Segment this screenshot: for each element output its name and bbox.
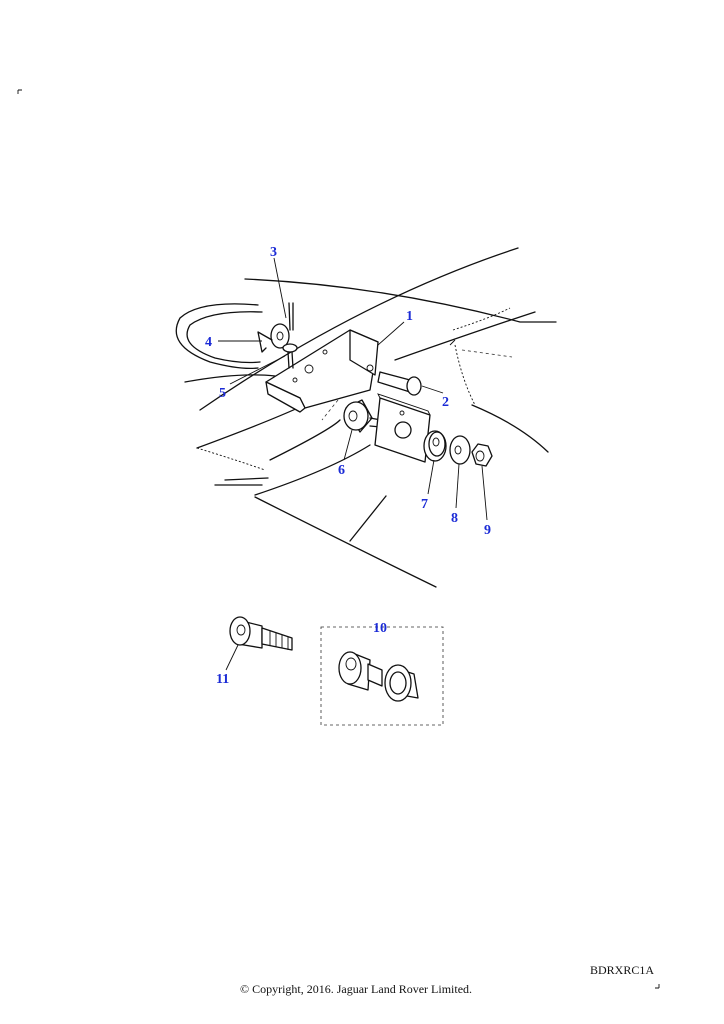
callout-9: 9 bbox=[484, 523, 491, 538]
callout-11: 11 bbox=[216, 672, 229, 687]
callout-10: 10 bbox=[373, 621, 387, 636]
leader-lines bbox=[218, 257, 488, 671]
kit-box-part-10 bbox=[320, 626, 444, 726]
nut-part-9 bbox=[471, 443, 493, 467]
corner-mark-top-left bbox=[17, 89, 22, 94]
corner-mark-bottom-right bbox=[655, 984, 660, 989]
clevis-pin-part-2 bbox=[377, 371, 422, 396]
callout-7: 7 bbox=[421, 497, 428, 512]
callout-2: 2 bbox=[442, 395, 449, 410]
washer-part-8 bbox=[449, 435, 471, 465]
wheel-arch bbox=[175, 303, 263, 370]
callout-1: 1 bbox=[406, 309, 413, 324]
rubber-bush-part-7 bbox=[423, 430, 447, 462]
callout-6: 6 bbox=[338, 463, 345, 478]
drawing-reference: BDRXRC1A bbox=[589, 963, 654, 977]
bush-kit-part-10 bbox=[338, 651, 419, 702]
callout-8: 8 bbox=[451, 511, 458, 526]
callout-4: 4 bbox=[205, 335, 212, 350]
callout-5: 5 bbox=[219, 386, 226, 401]
mounting-plate bbox=[374, 393, 431, 463]
washer-part-4 bbox=[257, 323, 290, 353]
screw-part-5 bbox=[282, 343, 298, 369]
bush-part-6 bbox=[343, 399, 393, 433]
bracket-part-1 bbox=[265, 329, 379, 413]
copyright-notice: © Copyright, 2016. Jaguar Land Rover Lim… bbox=[239, 982, 473, 996]
bolt-part-11 bbox=[229, 616, 293, 651]
split-pin-part-3 bbox=[288, 302, 294, 331]
callout-3: 3 bbox=[270, 245, 277, 260]
chassis-outline bbox=[184, 247, 557, 588]
